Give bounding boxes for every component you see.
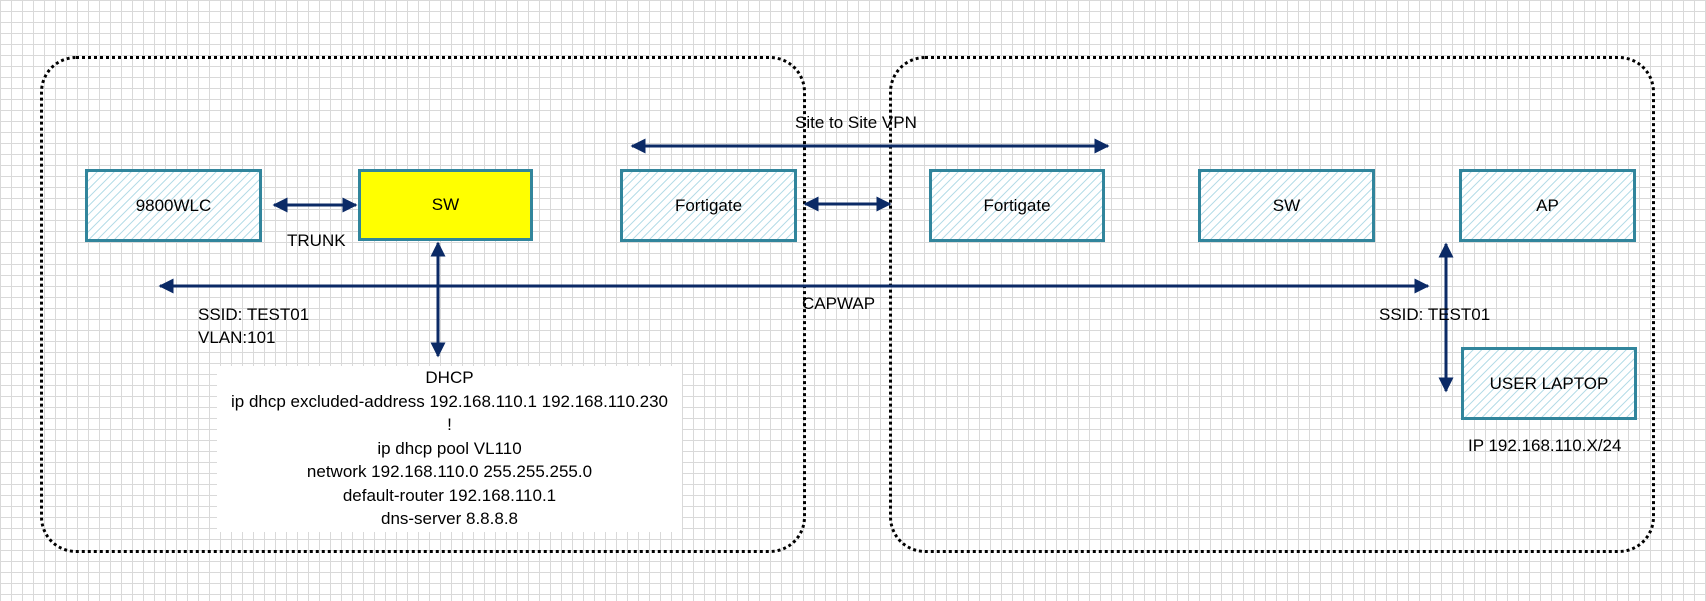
dhcp-config-box: DHCP ip dhcp excluded-address 192.168.11… bbox=[217, 366, 682, 532]
fortigate-right-node: Fortigate bbox=[929, 169, 1105, 242]
dhcp-line: default-router 192.168.110.1 bbox=[342, 485, 557, 505]
wlc-node: 9800WLC bbox=[85, 169, 262, 242]
capwap-label: CAPWAP bbox=[802, 294, 876, 313]
laptop-node: USER LAPTOP bbox=[1461, 347, 1637, 420]
vlan-left-label: VLAN:101 bbox=[198, 328, 276, 347]
switch-left-node: SW bbox=[358, 169, 533, 241]
vpn-label: Site to Site VPN bbox=[795, 113, 917, 132]
site-a-boundary bbox=[40, 56, 806, 553]
dhcp-line: dns-server 8.8.8.8 bbox=[380, 509, 518, 528]
wlc-label: 9800WLC bbox=[135, 195, 212, 215]
ap-label: AP bbox=[1536, 195, 1559, 215]
dhcp-title: DHCP bbox=[425, 368, 474, 387]
fortigate-left-label: Fortigate bbox=[674, 195, 743, 215]
laptop-label: USER LAPTOP bbox=[1489, 373, 1609, 393]
switch-right-label: SW bbox=[1272, 195, 1301, 215]
dhcp-line: ! bbox=[447, 415, 452, 434]
fortigate-left-node: Fortigate bbox=[620, 169, 797, 242]
ssid-left-label: SSID: TEST01 bbox=[198, 305, 310, 324]
dhcp-line: ip dhcp excluded-address 192.168.110.1 1… bbox=[231, 391, 668, 411]
switch-left-label: SW bbox=[431, 195, 460, 214]
dhcp-line: network 192.168.110.0 255.255.255.0 bbox=[306, 462, 593, 481]
dhcp-line: ip dhcp pool VL110 bbox=[377, 438, 522, 458]
ssid-right-label: SSID: TEST01 bbox=[1379, 305, 1491, 324]
laptop-ip-label: IP 192.168.110.X/24 bbox=[1468, 436, 1622, 455]
ap-node: AP bbox=[1459, 169, 1636, 242]
switch-right-node: SW bbox=[1198, 169, 1375, 242]
trunk-label: TRUNK bbox=[287, 231, 346, 250]
fortigate-right-label: Fortigate bbox=[983, 195, 1051, 215]
site-b-boundary bbox=[889, 56, 1655, 553]
